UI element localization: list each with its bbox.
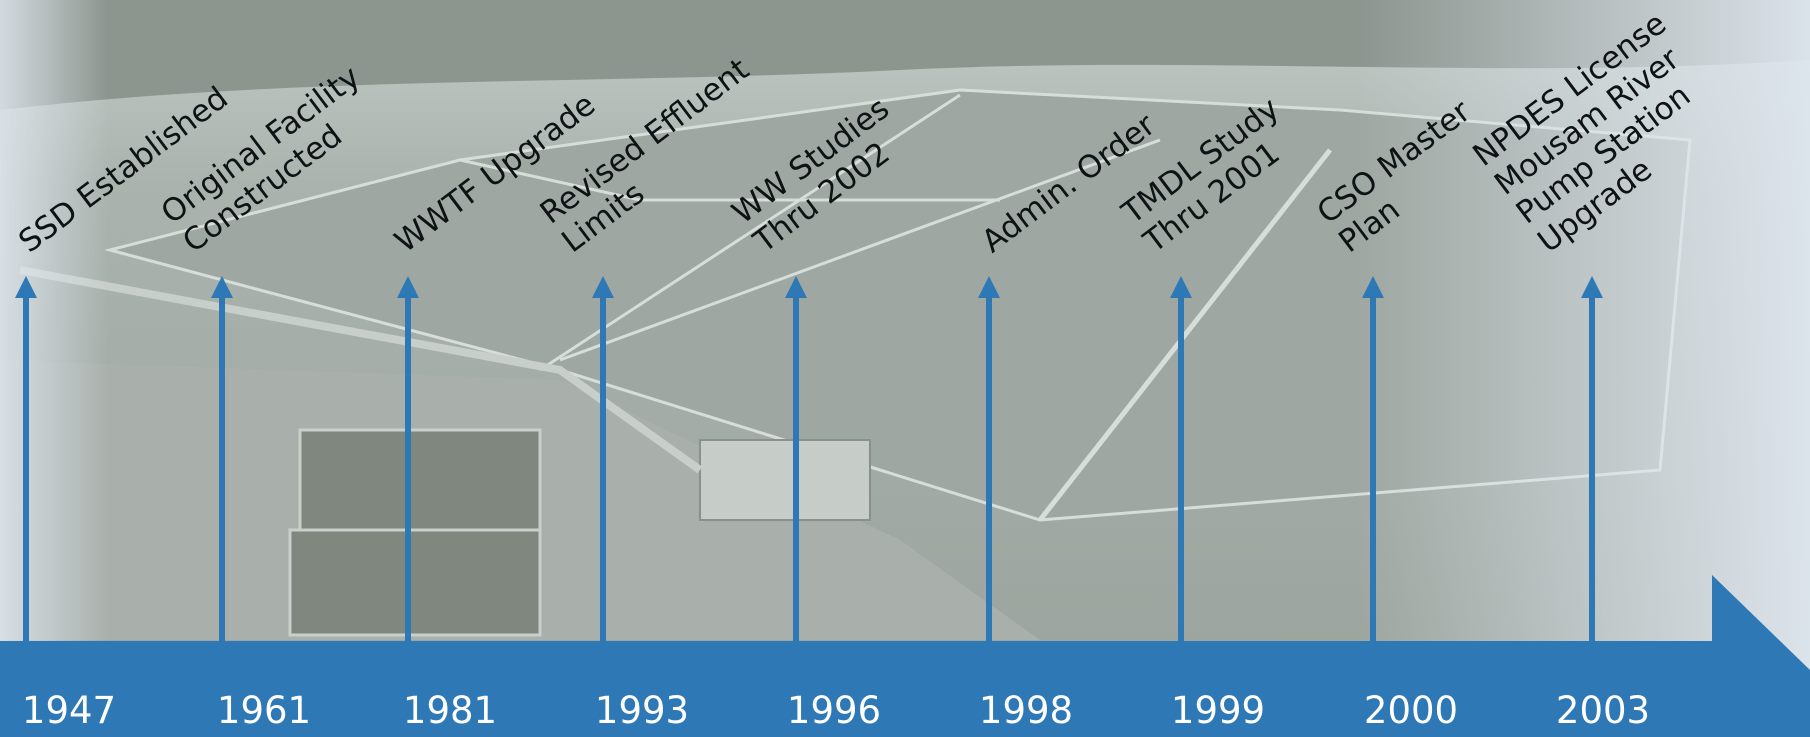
year-label-1993: 1993 [594, 689, 690, 732]
year-label-1981: 1981 [402, 689, 498, 732]
event-arrow-1993 [592, 276, 614, 641]
event-arrow-1999 [1170, 276, 1192, 641]
event-arrow-2000 [1362, 276, 1384, 641]
year-label-1999: 1999 [1170, 689, 1266, 732]
event-arrow-1981 [397, 276, 419, 641]
event-arrow-2003 [1581, 276, 1603, 641]
event-arrow-1998 [978, 276, 1000, 641]
year-label-2003: 2003 [1555, 689, 1651, 732]
year-label-2000: 2000 [1363, 689, 1459, 732]
event-arrow-1947 [15, 276, 37, 641]
year-label-1947: 1947 [21, 689, 117, 732]
event-arrow-1996 [785, 276, 807, 641]
year-label-1961: 1961 [216, 689, 312, 732]
event-arrow-1961 [211, 276, 233, 641]
year-label-1998: 1998 [978, 689, 1074, 732]
year-label-1996: 1996 [786, 689, 882, 732]
